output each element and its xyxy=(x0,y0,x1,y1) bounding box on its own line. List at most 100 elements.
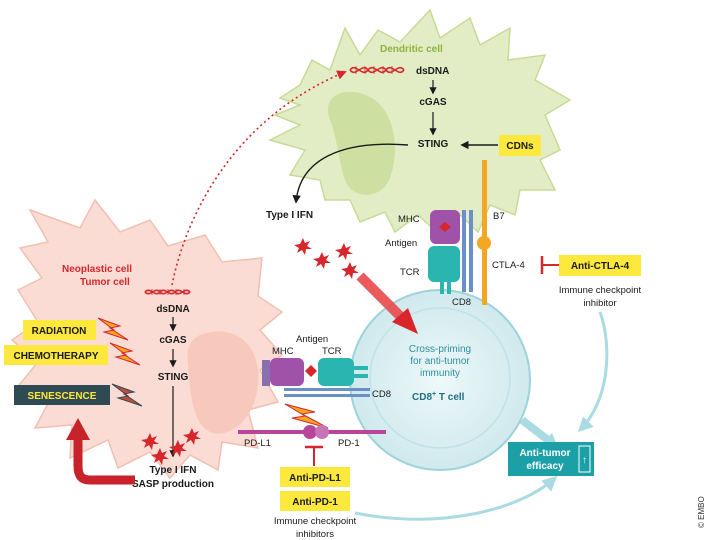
efficacy-line1: Anti-tumor xyxy=(519,448,570,459)
anti-pdl1-box xyxy=(280,467,350,487)
dendritic-dna-icon xyxy=(349,66,405,74)
checkpoint-right-line2: inhibitor xyxy=(583,298,616,309)
anti-ctla4-drug: Anti-CTLA-4 Immune checkpoint inhibitor xyxy=(540,255,642,309)
t-cell-nucleus xyxy=(369,307,511,449)
tumor-sasp-label: SASP production xyxy=(132,479,214,490)
dendritic-type1ifn-label: Type I IFN xyxy=(266,210,313,221)
checkpoint-bottom-line1: Immune checkpoint xyxy=(274,516,357,527)
cd8-mid-a xyxy=(284,388,370,391)
tumor-organelle xyxy=(187,331,259,434)
tumor-membrane-bar xyxy=(262,360,270,386)
ifn-to-tcell-arrow xyxy=(356,272,418,334)
b7-label: B7 xyxy=(493,211,505,222)
tumor-title-line1: Neoplastic cell xyxy=(62,264,132,275)
dendritic-cgas-label: cGAS xyxy=(419,97,447,108)
senescence-label: SENESCENCE xyxy=(28,391,97,402)
ifn-star xyxy=(294,238,312,255)
tumor-cgas-label: cGAS xyxy=(159,335,187,346)
radiation-box xyxy=(23,320,96,340)
anti-pd1-box xyxy=(280,491,350,511)
antigen-top-label: Antigen xyxy=(385,238,417,249)
senescence-box xyxy=(14,385,110,405)
tcr-top xyxy=(428,246,460,282)
pd1-label: PD-1 xyxy=(338,438,360,449)
anti-pd-drugs: Anti-PD-L1 Anti-PD-1 Immune checkpoint i… xyxy=(274,467,357,540)
antigen-mid-label: Antigen xyxy=(296,334,328,345)
antigen-top xyxy=(439,222,451,232)
top-synapse: B7 CTLA-4 CD8 MHC Antigen TCR xyxy=(385,160,525,308)
tcr-mid-label: TCR xyxy=(322,346,342,357)
lightning-icon xyxy=(111,383,143,407)
cdns-box xyxy=(499,135,541,156)
pdl1-label: PD-L1 xyxy=(244,438,271,449)
ifn-star xyxy=(183,428,201,445)
pd1-node-b xyxy=(315,425,329,439)
ifn-star xyxy=(313,252,331,269)
dendritic-organelle xyxy=(328,91,395,195)
anti-ctla4-label: Anti-CTLA-4 xyxy=(571,261,630,272)
tumor-cell: Neoplastic cell Tumor cell xyxy=(10,198,284,480)
ifn-star xyxy=(335,243,353,260)
dendritic-arrow-sting-ifn xyxy=(292,143,409,204)
pd1-node-a xyxy=(303,425,317,439)
tumor-title-line2: Tumor cell xyxy=(80,277,130,288)
ifn-stars-dendritic xyxy=(294,238,359,279)
treatments: RADIATION CHEMOTHERAPY SENESCENCE xyxy=(4,317,143,407)
cd8-top-label: CD8 xyxy=(452,297,471,308)
anti-pdl1-label: Anti-PD-L1 xyxy=(289,473,341,484)
ctla4-efficacy-arrow xyxy=(577,311,609,433)
cd8-stalk-b xyxy=(469,210,473,292)
cd8-t-cell: Cross-priming for anti-tumor immunity CD… xyxy=(349,289,531,471)
chemotherapy-box xyxy=(4,345,108,365)
mhc-top-label: MHC xyxy=(398,214,420,225)
cdns-drug: CDNs xyxy=(460,135,541,156)
mhc-mid-label: MHC xyxy=(272,346,294,357)
dendritic-cell: Dendritic cell xyxy=(267,8,572,237)
cd8-stalk-a xyxy=(462,210,466,292)
copyright-text: © EMBO xyxy=(697,496,706,528)
dendritic-pathway: dsDNA cGAS STING Type I IFN xyxy=(266,66,449,221)
radiation-label: RADIATION xyxy=(32,326,87,337)
t-cell-body xyxy=(349,289,531,471)
dendritic-sting-label: STING xyxy=(418,139,449,150)
pd1-efficacy-arrow xyxy=(354,475,558,521)
dendritic-cell-title: Dendritic cell xyxy=(380,44,443,55)
efficacy-box xyxy=(508,442,594,476)
ifn-star xyxy=(141,433,159,450)
lightning-icon xyxy=(97,317,129,341)
t-cell-text-line2: for anti-tumor xyxy=(410,356,470,367)
chemotherapy-label: CHEMOTHERAPY xyxy=(13,351,98,362)
sasp-feedback-arrow xyxy=(66,418,135,485)
tcr-top-label: TCR xyxy=(400,267,420,278)
efficacy-line2: efficacy xyxy=(526,461,564,472)
ctla4-label: CTLA-4 xyxy=(492,260,525,271)
t-cell-text-line1: Cross-priming xyxy=(409,344,471,355)
cd8-mid-b xyxy=(284,394,370,397)
anti-tumor-efficacy: Anti-tumor efficacy ↑ xyxy=(508,442,594,476)
mhc-mid xyxy=(270,358,304,386)
checkpoint-bottom-line2: inhibitors xyxy=(296,529,334,540)
dendritic-dsdna-label: dsDNA xyxy=(416,66,449,77)
t-cell-text-line3: immunity xyxy=(420,368,460,379)
tumor-pathway: dsDNA cGAS STING Type I IFN SASP product… xyxy=(132,289,214,490)
efficacy-arrow-frame xyxy=(578,445,591,473)
tumor-dsdna-label: dsDNA xyxy=(156,304,189,315)
antigen-mid xyxy=(305,365,317,377)
b7-ctla4-node xyxy=(477,236,491,250)
cdns-label: CDNs xyxy=(506,141,534,152)
ifn-star xyxy=(151,448,169,465)
efficacy-up-arrow-icon: ↑ xyxy=(582,455,587,466)
t-cell-name: CD8+ T cell xyxy=(412,391,465,403)
ifn-star xyxy=(341,262,359,279)
lightning-icon xyxy=(284,403,329,429)
b7-stalk xyxy=(482,160,487,305)
tumor-type1ifn-label: Type I IFN xyxy=(149,465,196,476)
tumor-sting-label: STING xyxy=(158,372,189,383)
checkpoint-right-line1: Immune checkpoint xyxy=(559,285,642,296)
ifn-star xyxy=(169,440,187,457)
ifn-stars-tumor xyxy=(141,428,201,465)
anti-pd1-label: Anti-PD-1 xyxy=(292,497,338,508)
anti-ctla4-box xyxy=(559,255,641,276)
tcr-mid xyxy=(318,358,354,386)
